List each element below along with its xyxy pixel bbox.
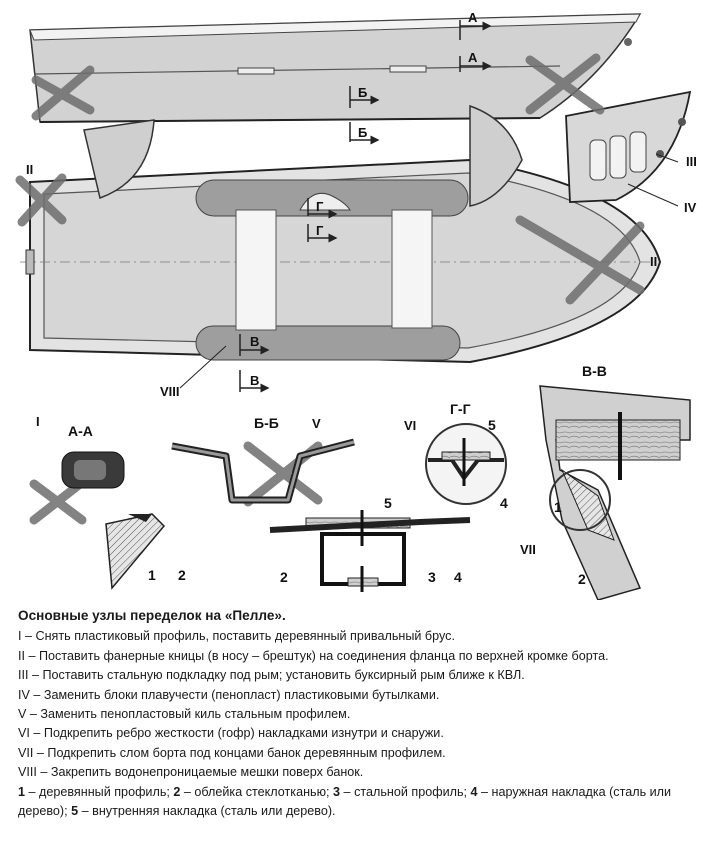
legend-text-1: – деревянный профиль;	[25, 784, 174, 799]
sec-a-top: А	[468, 10, 478, 25]
bb-num-2: 2	[280, 569, 288, 585]
sec-g-bottom: Г	[316, 223, 324, 238]
side-profile	[29, 13, 642, 123]
note-viii: VIII – Закрепить водонепроницаемые мешки…	[18, 765, 364, 780]
gg-num-5: 5	[488, 417, 496, 433]
legend-num-2: 2	[173, 784, 181, 799]
legend-text-5: – внутренняя накладка (сталь или дерево)…	[78, 804, 336, 819]
bb-num-5: 5	[384, 495, 392, 511]
label-ii-bow: II	[650, 254, 657, 269]
note-v: V – Заменить пенопластовый киль стальным…	[18, 707, 351, 722]
vv-num-1: 1	[554, 499, 562, 515]
legend-text-4: – наружная накладка (сталь или дерево);	[18, 784, 672, 819]
legend-num-3: 3	[333, 784, 341, 799]
detail-gg: Г-Г VI 5 4	[404, 401, 508, 511]
label-ii-stern: II	[26, 162, 33, 177]
boat-drawing: А А Б Б Г Г В В II II III IV	[15, 10, 697, 600]
title-aa: А-А	[68, 423, 93, 439]
note-iv: IV – Заменить блоки плавучести (пеноплас…	[18, 687, 440, 702]
gg-num-4: 4	[500, 495, 508, 511]
legend-num-4: 4	[470, 784, 478, 799]
bow-inset	[565, 90, 692, 203]
roman-labels: II II III IV VIII	[26, 153, 697, 399]
sec-g-top: Г	[316, 199, 324, 214]
label-vii: VII	[520, 542, 536, 557]
legend-num-5: 5	[71, 804, 79, 819]
sec-b-bottom: Б	[358, 125, 367, 140]
aa-num-2: 2	[178, 567, 186, 583]
note-i: I – Снять пластиковый профиль, поставить…	[18, 629, 455, 644]
title-vv: В-В	[582, 363, 607, 379]
legend-text-3: – стальной профиль;	[340, 784, 471, 799]
breasthook-bow	[469, 104, 523, 207]
vv-num-2: 2	[578, 571, 586, 587]
label-v: V	[312, 416, 321, 431]
title-gg: Г-Г	[450, 401, 471, 417]
title-bb: Б-Б	[254, 415, 279, 431]
label-i: I	[36, 414, 40, 429]
caption-title: Основные узлы переделок на «Пелле».	[18, 608, 286, 623]
detail-aa: I А-А 1 2	[36, 414, 186, 590]
bb-num-4: 4	[454, 569, 462, 585]
legend-text-2: – облейка стеклотканью;	[180, 784, 334, 799]
aa-num-1: 1	[148, 567, 156, 583]
note-vi: VI – Подкрепить ребро жесткости (гофр) н…	[18, 726, 444, 741]
note-vii: VII – Подкрепить слом борта под концами …	[18, 745, 446, 760]
bb-num-3: 3	[428, 569, 436, 585]
legend: 1 – деревянный профиль; 2 – облейка стек…	[18, 783, 704, 822]
sec-b-top: Б	[358, 85, 367, 100]
caption-block: Основные узлы переделок на «Пелле». I – …	[18, 606, 704, 821]
label-vi: VI	[404, 418, 416, 433]
sec-v-bottom: В	[250, 373, 259, 388]
detail-vv: В-В 1 VII 2	[520, 363, 691, 600]
legend-num-1: 1	[18, 784, 26, 799]
label-viii: VIII	[160, 384, 180, 399]
sec-v-top: В	[250, 334, 259, 349]
note-ii: II – Поставить фанерные кницы (в носу – …	[18, 648, 609, 663]
detail-bb: Б-Б V 5 2 3 4	[171, 415, 471, 592]
section-markers: А А Б Б Г Г В В	[239, 10, 492, 393]
label-iv: IV	[684, 200, 697, 215]
note-iii: III – Поставить стальную подкладку под р…	[18, 668, 525, 683]
knee-stern	[83, 119, 155, 199]
sec-a-bottom: А	[468, 50, 478, 65]
label-iii: III	[686, 154, 697, 169]
